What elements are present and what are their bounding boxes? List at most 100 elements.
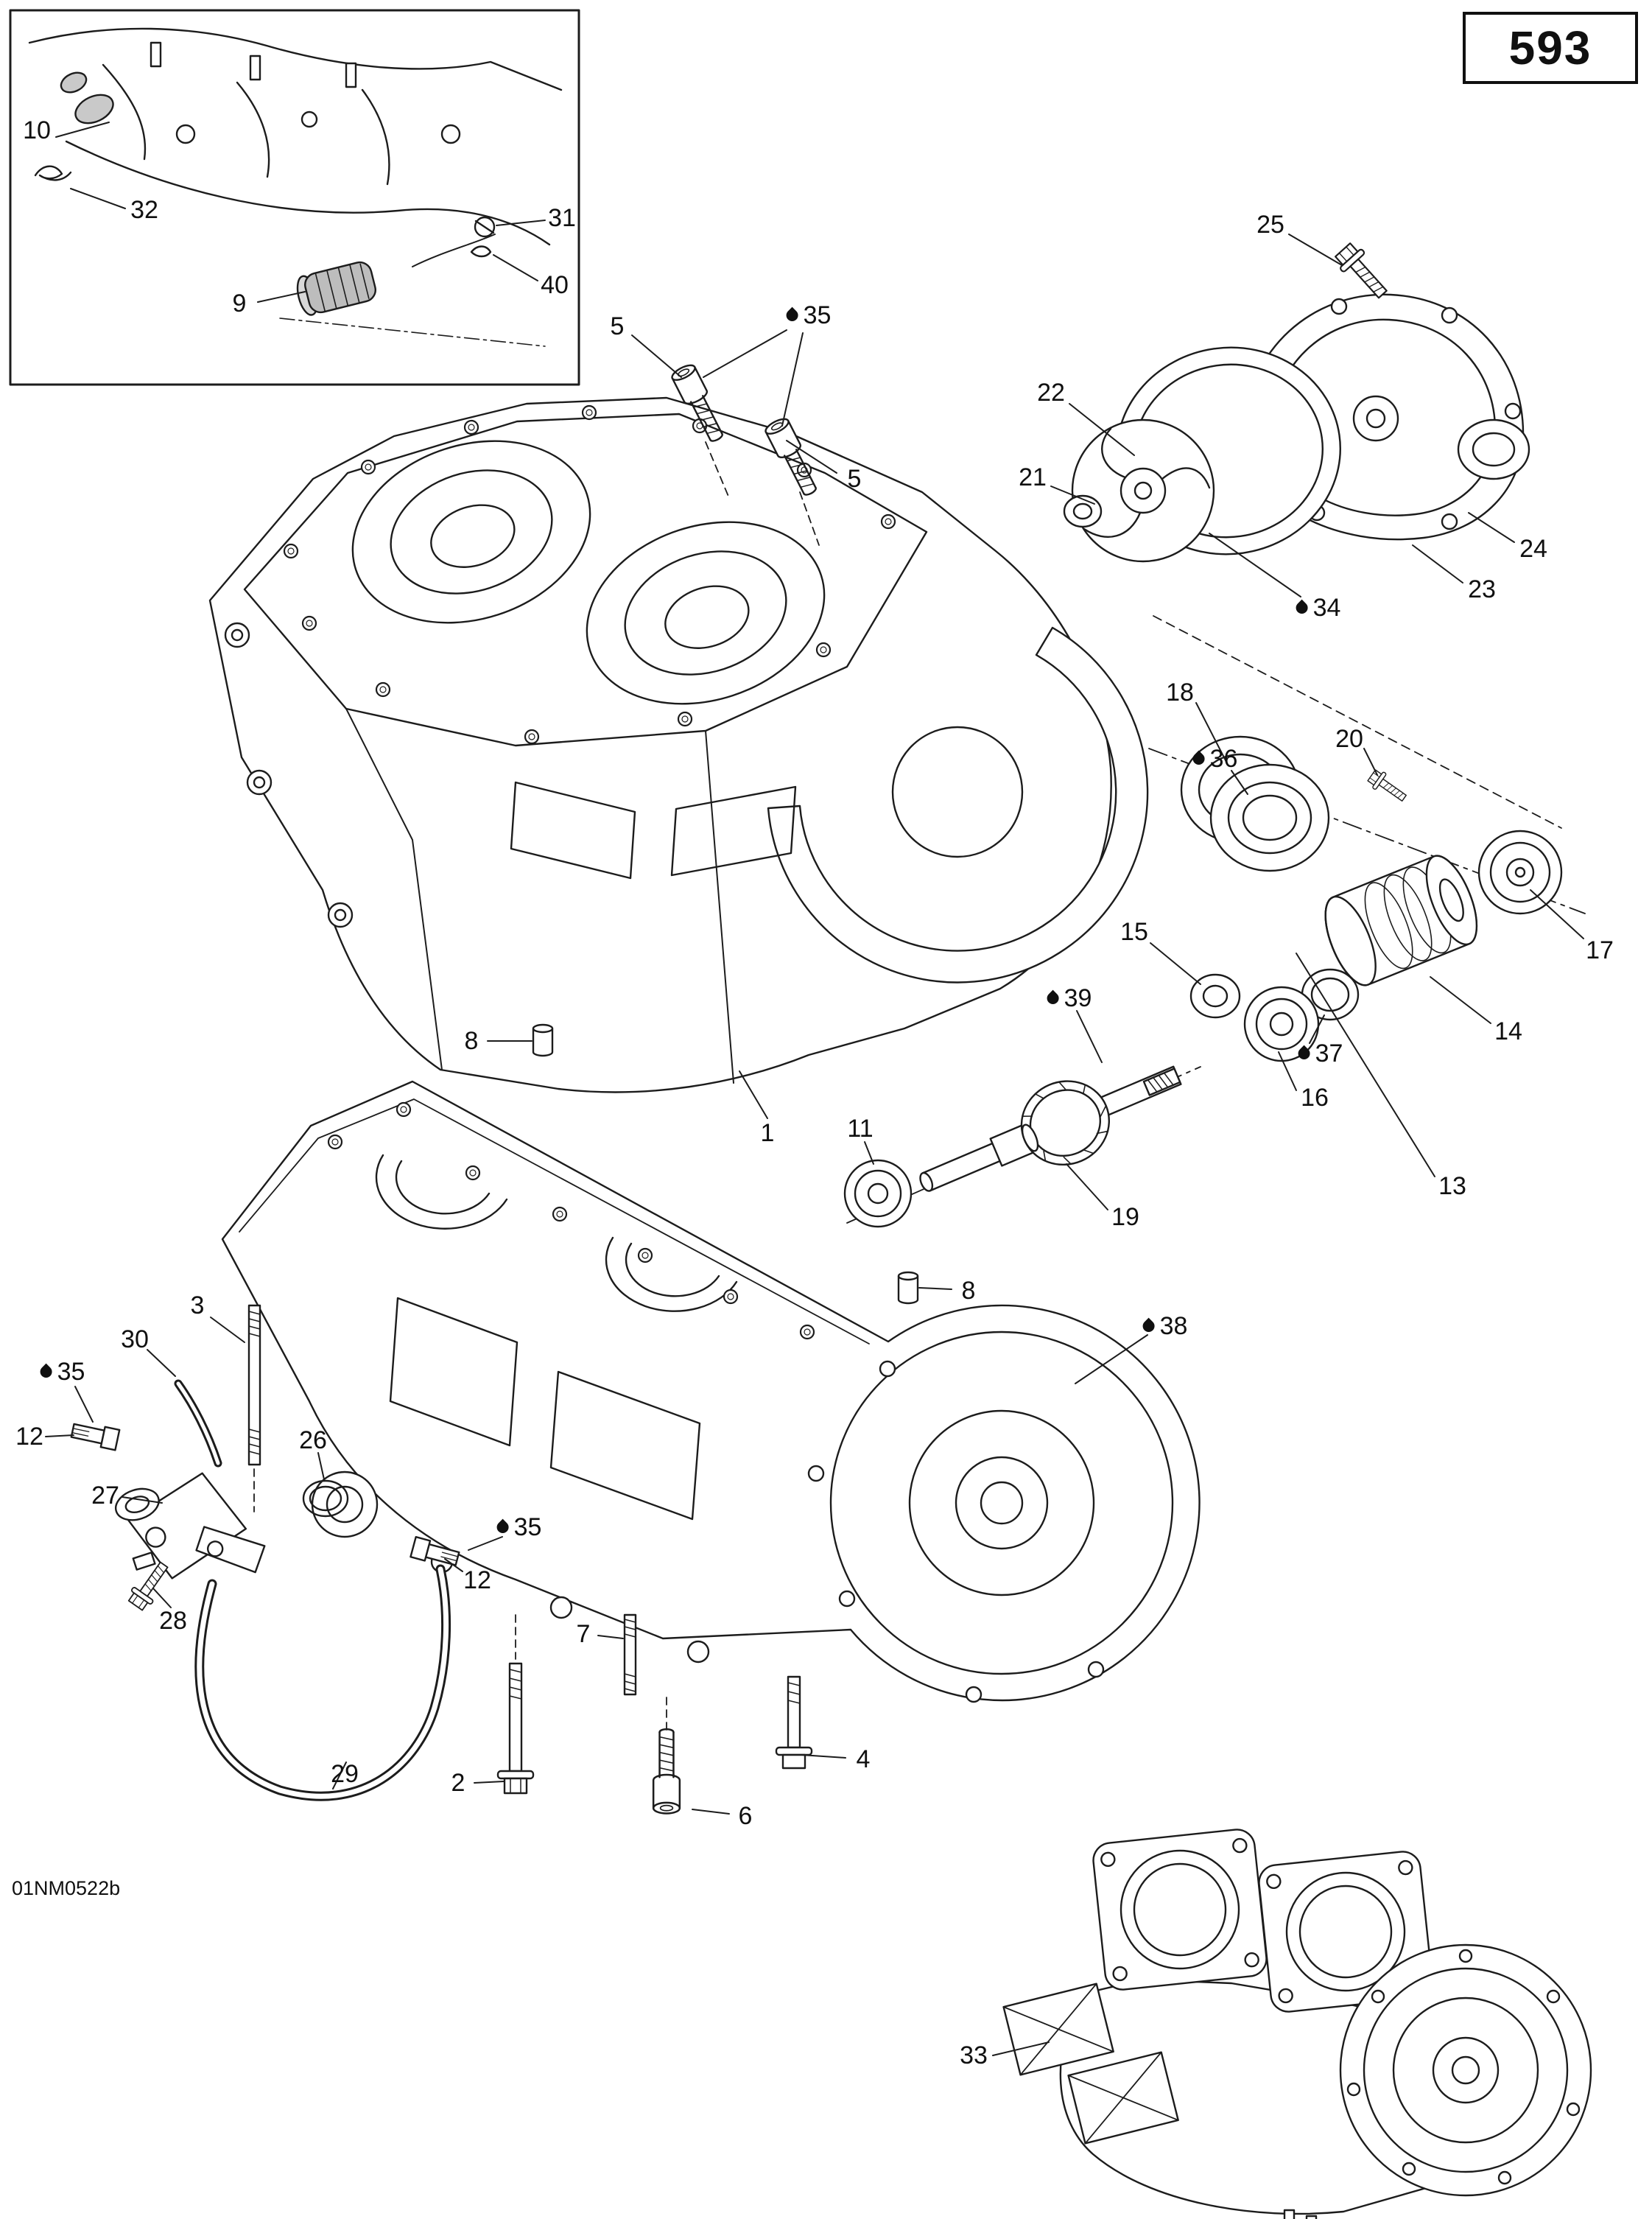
callout-number: 34 bbox=[1312, 594, 1341, 622]
callout-17: 17 bbox=[1586, 938, 1614, 963]
callout-number: 20 bbox=[1335, 725, 1363, 753]
upper-crankcase-drawing bbox=[208, 396, 1149, 1093]
callout-32: 32 bbox=[130, 197, 158, 222]
callout-39: 39 bbox=[1044, 984, 1092, 1012]
fasteners-drawing bbox=[247, 361, 919, 1815]
seal-bearing-drawing bbox=[1148, 615, 1586, 1062]
callout-number: 38 bbox=[1159, 1312, 1188, 1340]
callout-number: 35 bbox=[803, 301, 832, 329]
callout-number: 12 bbox=[463, 1566, 491, 1594]
callout-24: 24 bbox=[1519, 536, 1547, 561]
callout-number: 5 bbox=[610, 312, 625, 340]
oil-drop-icon bbox=[38, 1363, 55, 1381]
callout-7: 7 bbox=[577, 1622, 591, 1647]
callout-number: 12 bbox=[15, 1423, 43, 1451]
oil-drop-icon bbox=[1044, 989, 1061, 1007]
gear-shaft-drawing bbox=[843, 1065, 1201, 1228]
callout-13: 13 bbox=[1438, 1174, 1466, 1199]
callout-number: 28 bbox=[159, 1607, 187, 1635]
callout-12: 12 bbox=[463, 1568, 491, 1593]
callout-number: 24 bbox=[1519, 535, 1547, 563]
callout-number: 17 bbox=[1586, 936, 1614, 964]
callout-8: 8 bbox=[962, 1278, 976, 1303]
callout-number: 40 bbox=[541, 271, 569, 299]
callout-19: 19 bbox=[1111, 1205, 1139, 1230]
callout-number: 2 bbox=[451, 1769, 465, 1797]
callout-5: 5 bbox=[848, 466, 862, 491]
callout-number: 6 bbox=[738, 1802, 753, 1830]
callout-6: 6 bbox=[739, 1803, 753, 1829]
callout-number: 16 bbox=[1301, 1084, 1329, 1112]
callout-number: 21 bbox=[1019, 463, 1047, 491]
callout-10: 10 bbox=[23, 118, 51, 143]
oil-drop-icon bbox=[784, 306, 801, 324]
callout-number: 14 bbox=[1494, 1017, 1522, 1045]
model-badge: 593 bbox=[1463, 12, 1638, 84]
callout-number: 10 bbox=[23, 116, 51, 144]
callout-number: 19 bbox=[1111, 1203, 1139, 1231]
callout-22: 22 bbox=[1037, 380, 1065, 405]
water-pump-drawing bbox=[1063, 239, 1530, 563]
callout-number: 8 bbox=[464, 1027, 479, 1055]
callout-number: 23 bbox=[1468, 575, 1496, 603]
oil-drop-icon bbox=[1293, 599, 1310, 617]
callout-14: 14 bbox=[1494, 1019, 1522, 1044]
callout-21: 21 bbox=[1019, 465, 1047, 490]
callout-number: 11 bbox=[847, 1115, 874, 1143]
callout-number: 22 bbox=[1037, 379, 1065, 407]
callout-3: 3 bbox=[191, 1293, 205, 1318]
callout-number: 39 bbox=[1064, 984, 1092, 1012]
callout-40: 40 bbox=[541, 273, 569, 298]
callout-number: 9 bbox=[232, 290, 247, 318]
callout-number: 35 bbox=[513, 1513, 542, 1541]
callout-2: 2 bbox=[451, 1770, 465, 1795]
callout-number: 27 bbox=[91, 1482, 119, 1510]
callout-25: 25 bbox=[1256, 212, 1284, 237]
callout-number: 1 bbox=[760, 1119, 775, 1147]
callout-35: 35 bbox=[494, 1513, 542, 1541]
callout-number: 5 bbox=[847, 465, 862, 493]
callout-23: 23 bbox=[1468, 577, 1496, 602]
callout-33: 33 bbox=[960, 2043, 988, 2068]
callout-15: 15 bbox=[1120, 919, 1148, 944]
callout-number: 35 bbox=[57, 1358, 85, 1386]
callout-5: 5 bbox=[611, 314, 625, 339]
callout-number: 25 bbox=[1256, 211, 1284, 239]
callout-number: 18 bbox=[1166, 679, 1194, 707]
callout-number: 31 bbox=[548, 204, 576, 232]
callout-38: 38 bbox=[1140, 1312, 1188, 1340]
callout-number: 15 bbox=[1120, 918, 1148, 946]
callout-9: 9 bbox=[233, 291, 247, 316]
oil-drop-icon bbox=[1190, 750, 1207, 768]
drawing-code: 01NM0522b bbox=[12, 1877, 121, 1899]
callout-number: 3 bbox=[190, 1291, 205, 1319]
callout-8: 8 bbox=[465, 1028, 479, 1054]
callout-number: 32 bbox=[130, 196, 158, 224]
callout-12: 12 bbox=[15, 1424, 43, 1449]
callout-28: 28 bbox=[159, 1608, 187, 1633]
callout-11: 11 bbox=[847, 1116, 873, 1141]
callout-37: 37 bbox=[1296, 1041, 1343, 1066]
callout-26: 26 bbox=[299, 1428, 327, 1453]
callout-number: 7 bbox=[576, 1620, 591, 1648]
callout-16: 16 bbox=[1301, 1085, 1329, 1110]
oil-pump-drawing bbox=[69, 1379, 461, 1801]
callout-4: 4 bbox=[857, 1747, 871, 1772]
callout-number: 30 bbox=[121, 1325, 149, 1353]
callout-34: 34 bbox=[1293, 594, 1341, 622]
callout-20: 20 bbox=[1335, 726, 1363, 751]
callout-number: 33 bbox=[960, 2041, 988, 2069]
callout-31: 31 bbox=[548, 206, 576, 231]
oil-drop-icon bbox=[1296, 1045, 1312, 1062]
callout-27: 27 bbox=[91, 1483, 119, 1508]
callout-18: 18 bbox=[1166, 680, 1194, 705]
callout-1: 1 bbox=[761, 1121, 775, 1146]
callout-number: 29 bbox=[331, 1760, 359, 1788]
oil-drop-icon bbox=[494, 1518, 511, 1536]
callout-29: 29 bbox=[331, 1761, 359, 1787]
callout-number: 36 bbox=[1209, 745, 1238, 773]
lower-crankcase-drawing bbox=[221, 1080, 1201, 1703]
leader-lines bbox=[45, 122, 1584, 2056]
